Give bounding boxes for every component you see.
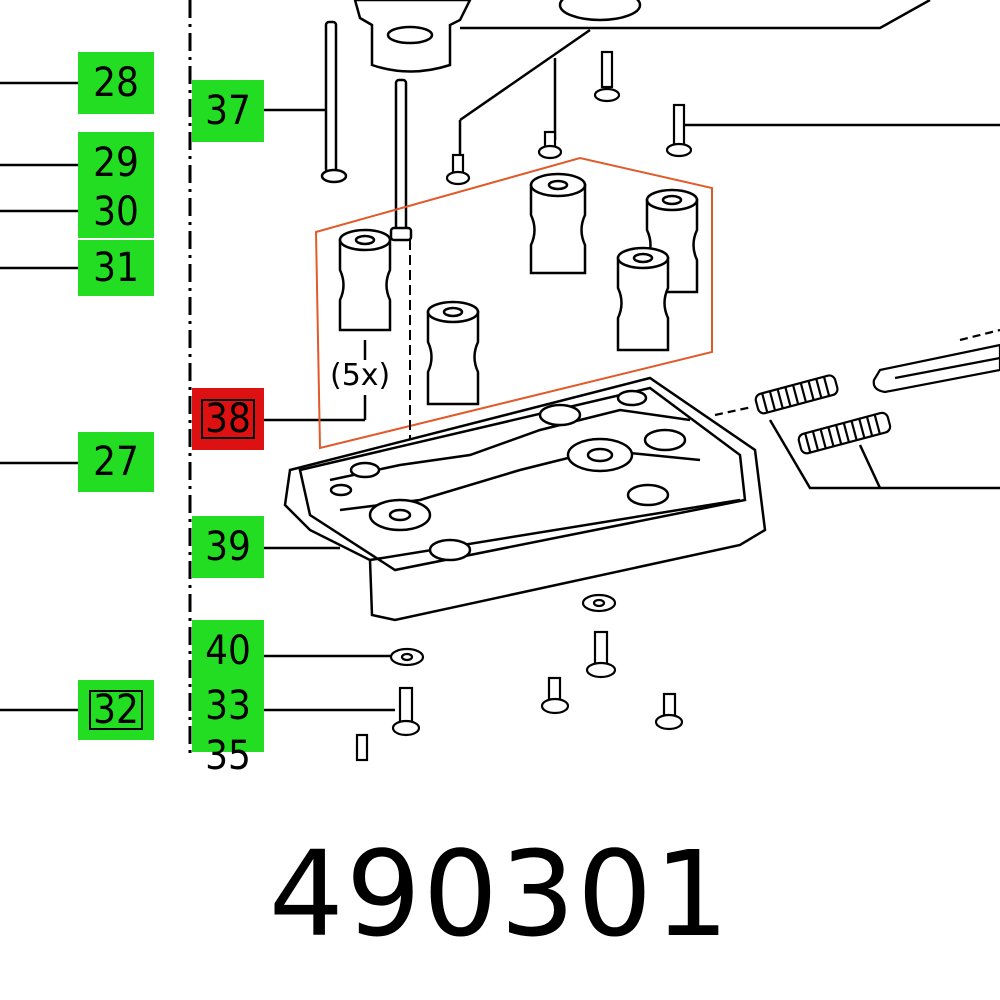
- callout-label: 31: [93, 245, 139, 291]
- callout-label: 35: [205, 733, 251, 779]
- callout-label: 30: [93, 189, 139, 235]
- quantity-note: (5x): [330, 358, 391, 393]
- callout-27[interactable]: 27: [78, 432, 154, 492]
- callout-39[interactable]: 39: [192, 516, 264, 578]
- callout-33[interactable]: 33: [192, 682, 264, 730]
- callout-28[interactable]: 28: [78, 52, 154, 114]
- callout-label: 27: [93, 439, 139, 485]
- callout-30[interactable]: 30: [78, 186, 154, 238]
- callout-38[interactable]: 38: [192, 388, 264, 450]
- part-number: 490301: [268, 825, 732, 963]
- callout-31[interactable]: 31: [78, 240, 154, 296]
- callout-label: 38: [201, 399, 255, 439]
- callout-label: 37: [205, 88, 251, 134]
- rail-fragment: [872, 328, 1000, 394]
- long-bolts: [320, 20, 413, 242]
- callout-37[interactable]: 37: [192, 80, 264, 142]
- callout-label: 40: [205, 628, 251, 674]
- callout-29[interactable]: 29: [78, 132, 154, 194]
- callout-35[interactable]: 35: [192, 730, 264, 776]
- callout-40[interactable]: 40: [192, 620, 264, 682]
- small-screws: [355, 50, 693, 762]
- highlight-outline: [314, 156, 713, 450]
- top-hub: [353, 0, 642, 73]
- rubber-buffers: [338, 172, 699, 406]
- callout-label: 29: [93, 140, 139, 186]
- callout-label: 33: [205, 683, 251, 729]
- exploded-parts-diagram: [0, 0, 1000, 762]
- callout-label: 39: [205, 524, 251, 570]
- callout-label: 28: [93, 60, 139, 106]
- leader-lines: [0, 0, 1000, 712]
- callout-32[interactable]: 32: [78, 680, 154, 740]
- springs: [714, 374, 892, 455]
- callout-label: 32: [89, 690, 143, 730]
- base-plate: [283, 376, 767, 622]
